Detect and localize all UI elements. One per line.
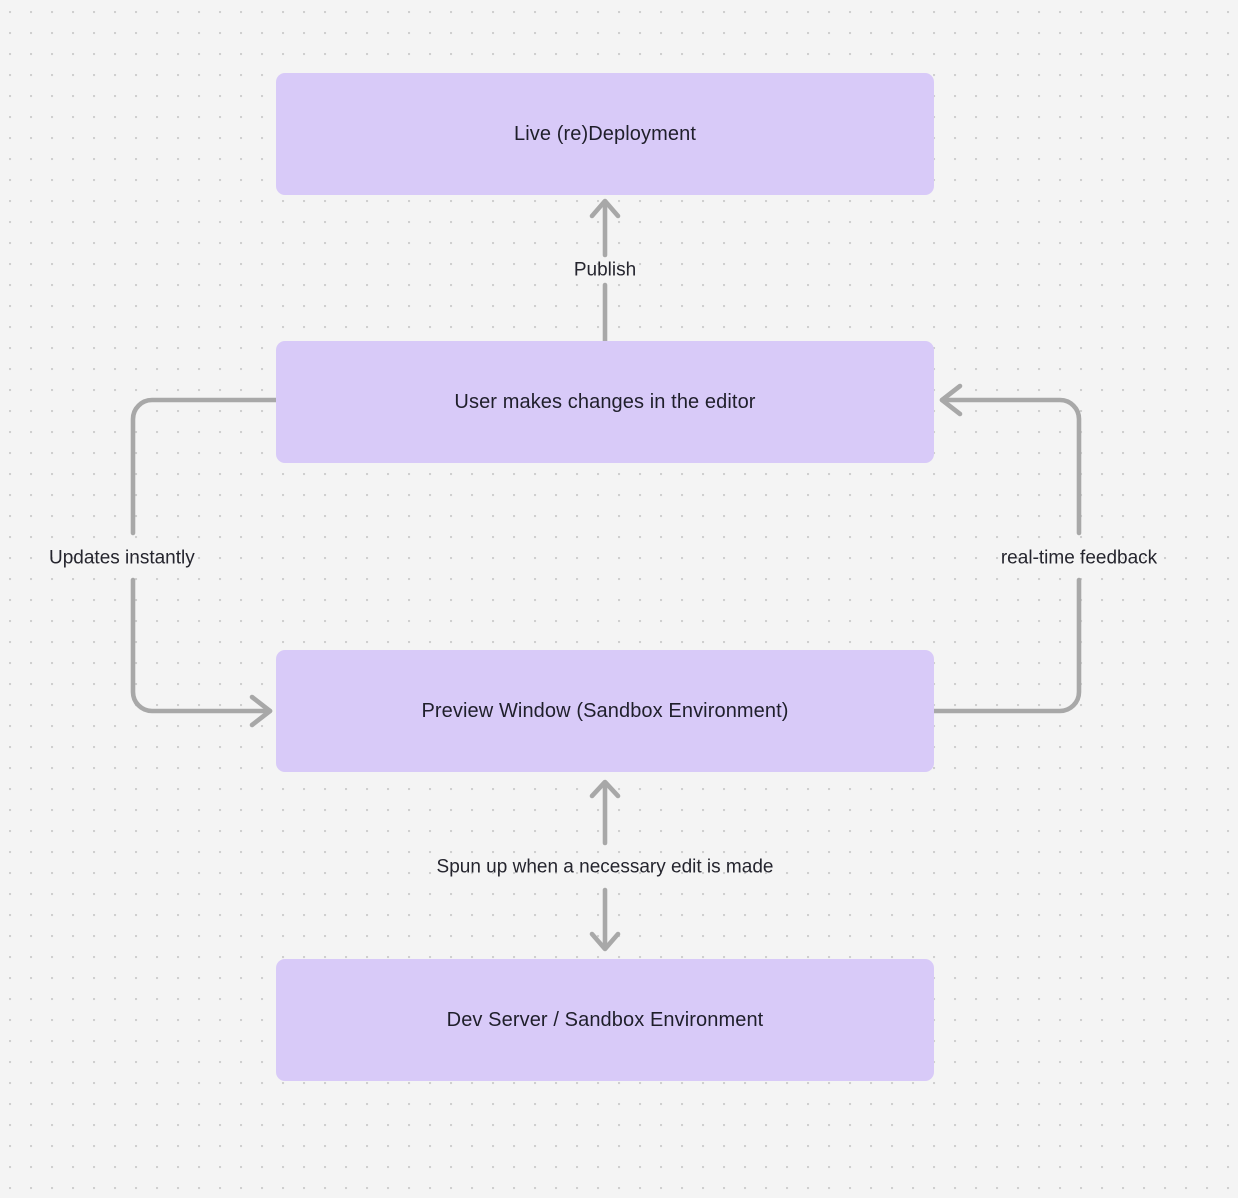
node-live-redeployment-label: Live (re)Deployment <box>514 122 696 145</box>
node-preview-window-label: Preview Window (Sandbox Environment) <box>421 699 789 722</box>
edge-label-spun-up: Spun up when a necessary edit is made <box>436 856 774 878</box>
edge-real-time-feedback-lower-path <box>931 577 1082 714</box>
edge-updates-instantly-lower-path <box>130 577 273 714</box>
node-user-makes-changes-label: User makes changes in the editor <box>454 390 756 413</box>
edge-publish-arrowhead-up <box>589 198 621 219</box>
edge-label-updates-instantly: Updates instantly <box>49 547 195 569</box>
edge-real-time-feedback-arrowhead-left <box>939 383 963 417</box>
node-live-redeployment[interactable]: Live (re)Deployment <box>276 73 934 195</box>
edge-label-real-time-feedback: real-time feedback <box>1000 547 1158 569</box>
edge-updates-instantly-arrowhead-right <box>249 694 273 728</box>
node-dev-server-label: Dev Server / Sandbox Environment <box>446 1008 764 1031</box>
node-dev-server[interactable]: Dev Server / Sandbox Environment <box>276 959 934 1081</box>
edge-spun-up-arrowhead-up <box>589 779 621 799</box>
edge-real-time-feedback-upper-path <box>939 397 1082 536</box>
node-user-makes-changes[interactable]: User makes changes in the editor <box>276 341 934 463</box>
edge-updates-instantly-upper-path <box>130 397 279 536</box>
node-preview-window[interactable]: Preview Window (Sandbox Environment) <box>276 650 934 772</box>
edge-label-publish: Publish <box>573 259 637 281</box>
edge-spun-up-arrowhead-down <box>589 931 621 952</box>
